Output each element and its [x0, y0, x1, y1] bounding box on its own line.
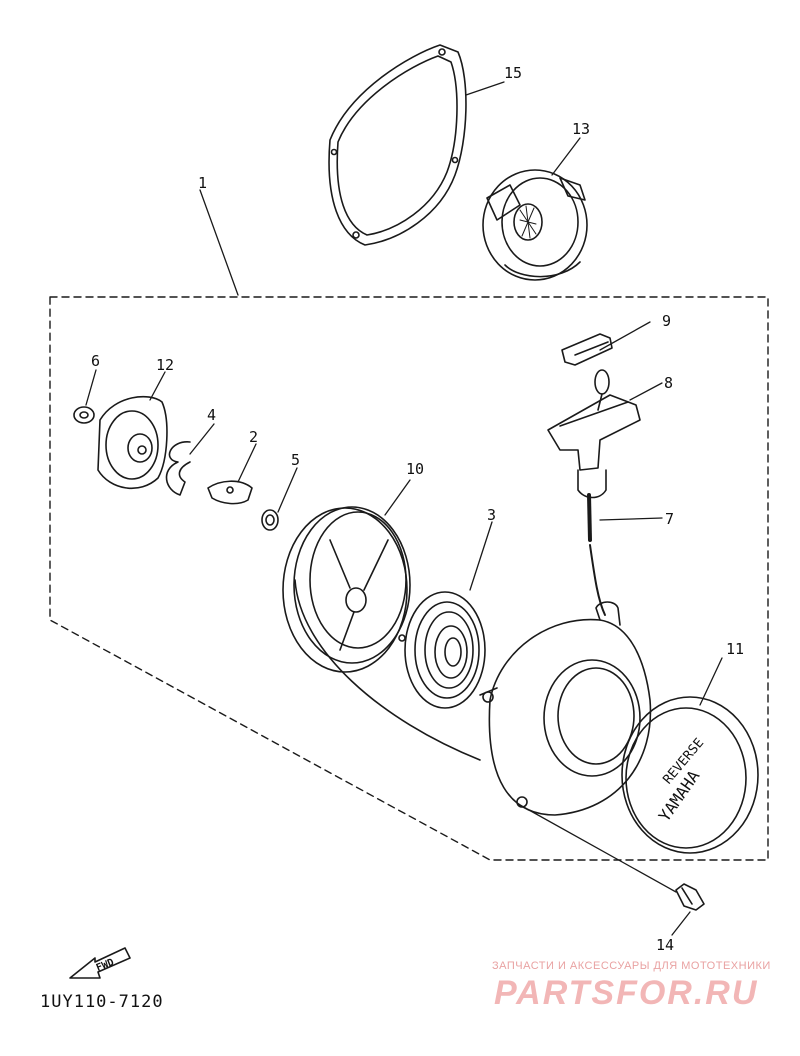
starter-handle-part-8	[547, 369, 641, 499]
callout-1: 1	[198, 174, 207, 192]
fwd-arrow-icon	[69, 947, 131, 979]
callout-10: 10	[406, 460, 424, 478]
cover-plate-part-11	[621, 696, 759, 854]
assembly-boundary	[49, 296, 769, 861]
callout-7: 7	[665, 510, 674, 528]
callout-4: 4	[207, 406, 216, 424]
callout-2: 2	[249, 428, 258, 446]
fwd-label: FWD	[95, 957, 116, 974]
nut-part-6	[73, 406, 95, 424]
leader-lines	[85, 81, 723, 936]
callout-9: 9	[662, 312, 671, 330]
callout-5: 5	[291, 451, 300, 469]
callout-3: 3	[487, 506, 496, 524]
small-spring-part-5	[261, 509, 279, 531]
diagram-code: 1UY110-7120	[40, 992, 164, 1012]
bolt-part-14	[675, 883, 705, 911]
watermark-tagline: ЗАПЧАСТИ И АКСЕССУАРЫ ДЛЯ МОТОТЕХНИКИ	[492, 960, 771, 972]
callout-13: 13	[572, 120, 590, 138]
starter-rope-part-7	[587, 493, 606, 616]
callout-15: 15	[504, 64, 522, 82]
starter-case	[479, 601, 652, 816]
pulley-part-13	[482, 169, 588, 281]
callout-14: 14	[656, 936, 674, 954]
drive-plate-part-12	[97, 395, 168, 490]
clip-spring-part-4	[165, 441, 191, 496]
rope-reel-part-10	[282, 506, 481, 761]
handle-cap-part-9	[561, 333, 613, 366]
gasket-part-15	[328, 44, 467, 246]
watermark-logo: PARTSFOR.RU	[494, 974, 759, 1012]
callout-12: 12	[156, 356, 174, 374]
pawl-part-2	[207, 480, 253, 505]
callout-8: 8	[664, 374, 673, 392]
spiral-spring-part-3	[398, 591, 486, 709]
callout-6: 6	[91, 352, 100, 370]
callout-11: 11	[726, 640, 744, 658]
